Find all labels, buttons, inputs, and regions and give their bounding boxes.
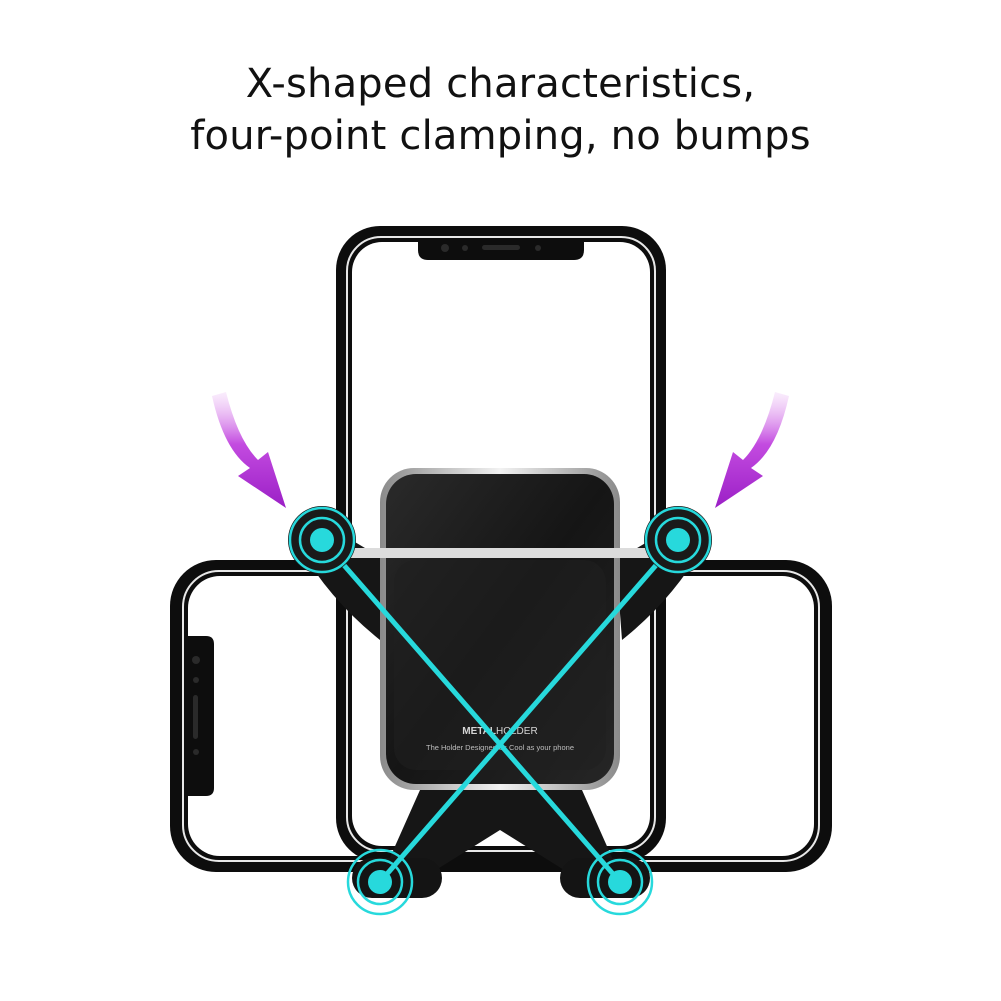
target-rings-icon bbox=[644, 506, 712, 574]
clamp-point-bottom-left bbox=[346, 848, 414, 916]
brand-bold-text: METAL bbox=[462, 726, 496, 737]
clamp-point-top-left bbox=[288, 506, 356, 574]
brand-light-text: HOLDER bbox=[496, 726, 538, 737]
clamp-point-bottom-right bbox=[586, 848, 654, 916]
clamp-point-top-right bbox=[644, 506, 712, 574]
target-rings-icon bbox=[346, 848, 414, 916]
x-clamping-lines bbox=[319, 537, 681, 885]
x-line-right-to-left bbox=[377, 537, 681, 885]
x-line-left-to-right bbox=[319, 537, 623, 885]
headline-line-1: X-shaped characteristics, bbox=[245, 61, 756, 107]
target-rings-icon bbox=[586, 848, 654, 916]
headline-line-2: four-point clamping, no bumps bbox=[190, 113, 811, 159]
curved-arrow-icon-left bbox=[212, 392, 286, 508]
curved-arrow-icon-right bbox=[715, 392, 789, 508]
headline: X-shaped characteristics, four-point cla… bbox=[0, 58, 1001, 162]
target-rings-icon bbox=[288, 506, 356, 574]
brand-label: METALHOLDER bbox=[462, 726, 537, 737]
